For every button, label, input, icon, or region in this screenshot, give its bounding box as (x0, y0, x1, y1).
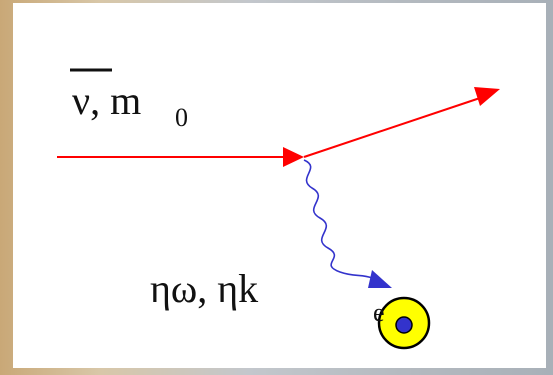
exchange-momentum-label: ηω, ηk (150, 266, 258, 311)
electron-core (395, 316, 413, 334)
outgoing-arrowhead (474, 87, 500, 106)
outgoing-neutrino-line (303, 97, 481, 158)
electron-label: e (373, 298, 385, 327)
diagram-panel (13, 3, 546, 368)
exchange-photon-wavy-line (303, 159, 373, 279)
incoming-mass-subscript: 0 (175, 103, 188, 132)
incoming-arrowhead (283, 147, 304, 167)
incoming-particle-label: ν, m (72, 78, 141, 123)
photon-arrowhead (368, 270, 392, 288)
